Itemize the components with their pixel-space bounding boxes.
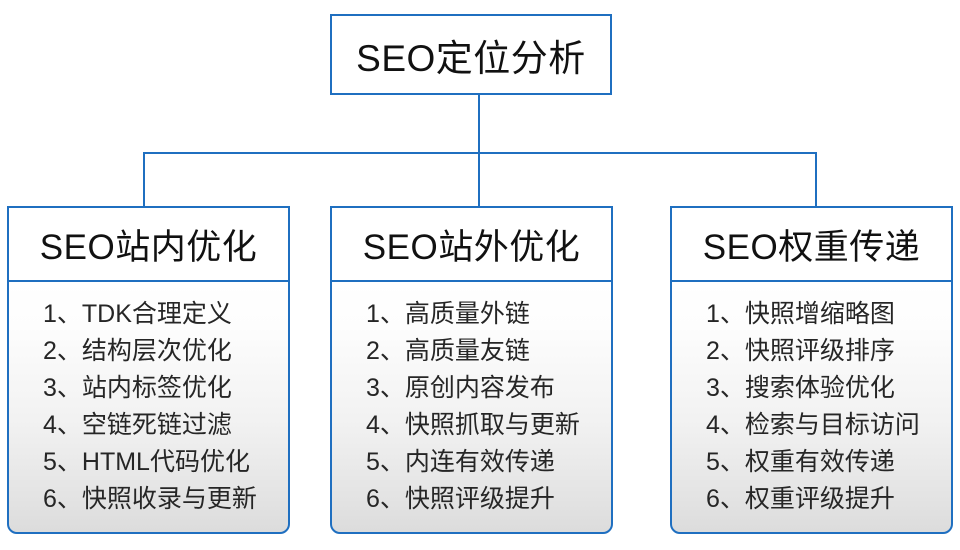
list-item: 4、快照抓取与更新	[366, 411, 580, 439]
branch-body-weight-transfer: 1、快照增缩略图 2、快照评级排序 3、搜索体验优化 4、检索与目标访问 5、权…	[670, 280, 953, 534]
branch-onsite-optimization: SEO站内优化 1、TDK合理定义 2、结构层次优化 3、站内标签优化 4、空链…	[7, 206, 290, 534]
list-item: 1、快照增缩略图	[706, 300, 895, 328]
branch-body-offsite-optimization: 1、高质量外链 2、高质量友链 3、原创内容发布 4、快照抓取与更新 5、内连有…	[330, 280, 613, 534]
list-item: 1、高质量外链	[366, 300, 530, 328]
list-item: 2、快照评级排序	[706, 337, 895, 365]
branch-header-offsite-optimization[interactable]: SEO站外优化	[330, 206, 613, 282]
branch-header-label: SEO权重传递	[702, 227, 921, 267]
list-item: 4、空链死链过滤	[43, 411, 232, 439]
root-node-label: SEO定位分析	[356, 37, 586, 79]
connector-drop-branch-2	[478, 152, 480, 207]
list-item: 6、快照评级提升	[366, 485, 555, 513]
list-item: 3、站内标签优化	[43, 374, 232, 402]
list-item: 3、搜索体验优化	[706, 374, 895, 402]
list-item: 1、TDK合理定义	[43, 300, 232, 328]
branch-offsite-optimization: SEO站外优化 1、高质量外链 2、高质量友链 3、原创内容发布 4、快照抓取与…	[330, 206, 613, 534]
root-node-seo-positioning-analysis[interactable]: SEO定位分析	[330, 14, 612, 95]
branch-header-label: SEO站外优化	[362, 227, 581, 267]
branch-item-list: 1、TDK合理定义 2、结构层次优化 3、站内标签优化 4、空链死链过滤 5、H…	[9, 296, 288, 518]
branch-item-list: 1、高质量外链 2、高质量友链 3、原创内容发布 4、快照抓取与更新 5、内连有…	[332, 296, 611, 518]
branch-item-list: 1、快照增缩略图 2、快照评级排序 3、搜索体验优化 4、检索与目标访问 5、权…	[672, 296, 951, 518]
list-item: 5、内连有效传递	[366, 448, 555, 476]
list-item: 3、原创内容发布	[366, 374, 555, 402]
branch-body-onsite-optimization: 1、TDK合理定义 2、结构层次优化 3、站内标签优化 4、空链死链过滤 5、H…	[7, 280, 290, 534]
branch-weight-transfer: SEO权重传递 1、快照增缩略图 2、快照评级排序 3、搜索体验优化 4、检索与…	[670, 206, 953, 534]
list-item: 6、快照收录与更新	[43, 485, 257, 513]
list-item: 5、权重有效传递	[706, 448, 895, 476]
branch-header-label: SEO站内优化	[39, 227, 258, 267]
list-item: 2、结构层次优化	[43, 337, 232, 365]
list-item: 2、高质量友链	[366, 337, 530, 365]
connector-drop-branch-3	[815, 152, 817, 207]
connector-root-stem	[478, 95, 480, 154]
list-item: 4、检索与目标访问	[706, 411, 920, 439]
branch-header-weight-transfer[interactable]: SEO权重传递	[670, 206, 953, 282]
list-item: 6、权重评级提升	[706, 485, 895, 513]
connector-drop-branch-1	[143, 152, 145, 207]
branch-header-onsite-optimization[interactable]: SEO站内优化	[7, 206, 290, 282]
list-item: 5、HTML代码优化	[43, 448, 250, 476]
connector-distribution-bar	[143, 152, 817, 154]
